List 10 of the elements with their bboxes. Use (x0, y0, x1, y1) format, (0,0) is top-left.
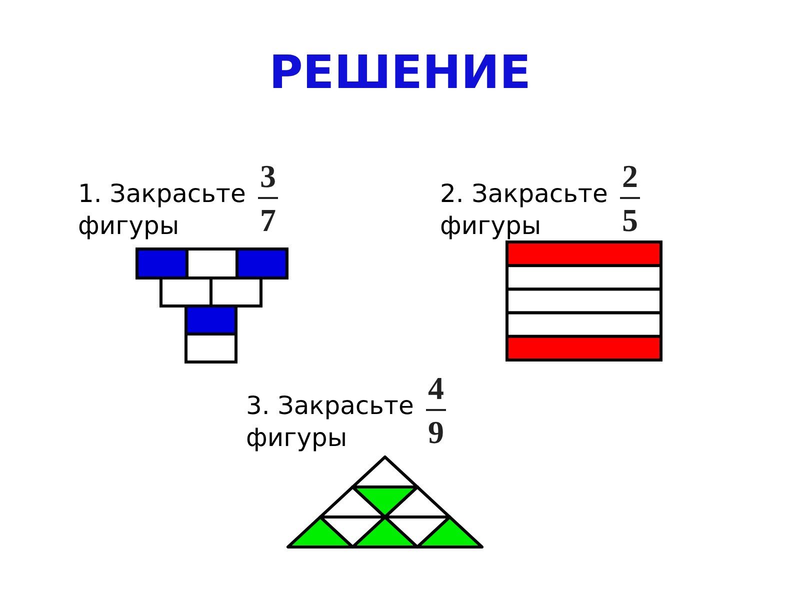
fraction-denominator: 9 (428, 416, 444, 448)
fraction-numerator: 2 (622, 160, 638, 192)
fraction-numerator: 3 (260, 160, 276, 192)
task-text: 2. Закрасьте фигуры (440, 178, 609, 242)
heading: РЕШЕНИЕ (269, 45, 531, 99)
task-text: 3. Закрасьте фигуры (246, 390, 415, 454)
task-text: 1. Закрасьте фигуры (78, 178, 247, 242)
fraction-numerator: 4 (428, 372, 444, 404)
fraction-denominator: 7 (260, 204, 276, 236)
fraction-denominator: 5 (622, 204, 638, 236)
